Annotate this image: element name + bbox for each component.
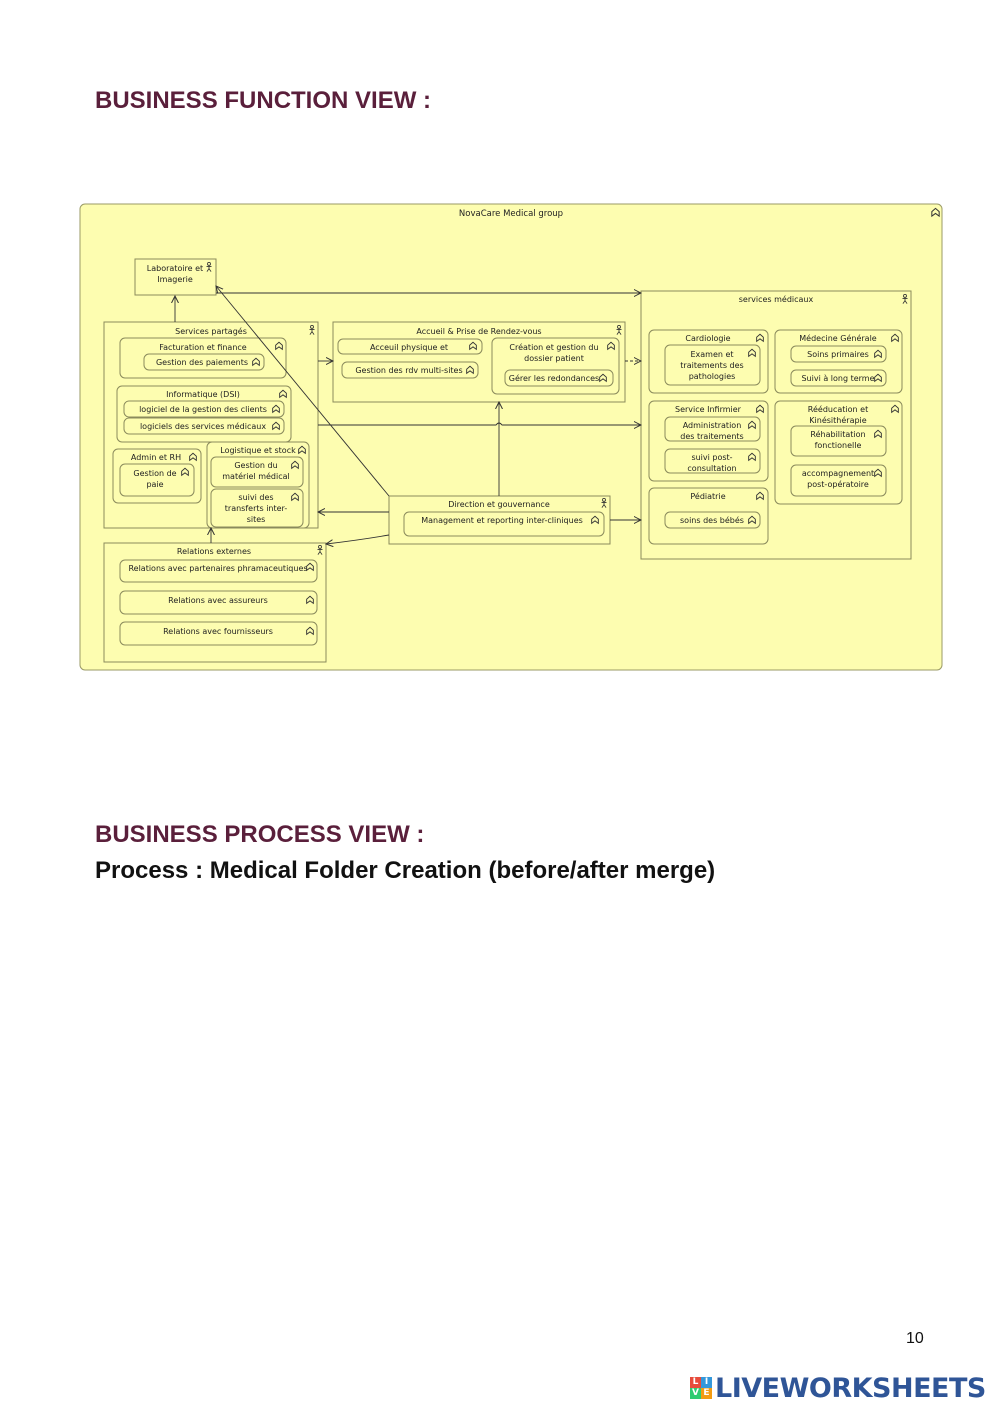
connectors [175,286,641,544]
general-medicine-title: Médecine Générale [799,333,877,343]
supplier-relations-function: Relations avec fournisseurs [163,627,273,636]
lab-title-2: Imagerie [157,275,193,284]
pharma-relations-function: Relations avec partenaires phramaceutiqu… [128,564,307,573]
treatment-admin-line-2: des traitements [680,432,743,441]
post-consult-line-1: suivi post- [691,453,732,462]
long-term-followup-function: Suivi à long terme [801,374,874,383]
process-subheading: Process : Medical Folder Creation (befor… [95,857,716,884]
exam-line-3: pathologies [689,372,736,381]
business-function-diagram: NovaCare Medical group Laboratoire et Im… [79,203,943,671]
liveworksheets-wordmark: LIVEWORKSHEETS [715,1372,986,1404]
functional-rehab-line-2: fonctionelle [815,441,862,450]
finance-title: Facturation et finance [159,343,247,352]
transfers-line-2: transferts inter- [225,504,288,513]
it-medical-software: logiciels des services médicaux [140,421,266,431]
patient-file-line-1: Création et gestion du [509,342,598,352]
shared-services: Services partagés Facturation et finance… [103,321,319,529]
lab-title: Laboratoire et [147,264,203,273]
post-op-line-1: accompagnement [802,469,874,478]
logo-letter: V [690,1388,701,1399]
logo-letter: E [701,1388,712,1399]
logo-letter: I [701,1377,712,1388]
payroll-line-2: paie [146,480,163,489]
admin-title: Admin et RH [131,453,181,462]
rehab-title-2: Kinésithérapie [809,415,866,425]
it-client-software: logiciel de la gestion des clients [139,405,267,414]
transfers-line-1: suivi des [238,493,273,502]
baby-care-function: soins des bébés [680,515,744,525]
transfers-line-3: sites [247,515,266,524]
physical-reception-function: Acceuil physique et [370,343,448,352]
functional-rehab-line-1: Réhabilitation [810,429,865,439]
external-relations: Relations externes Relations avec parten… [103,542,327,663]
section-heading-function-view: BUSINESS FUNCTION VIEW : [95,87,432,114]
direction-title: Direction et gouvernance [448,500,550,509]
equipment-line-2: matériel médical [222,471,290,481]
rehab-title-1: Rééducation et [808,404,868,414]
redundancy-function: Gérer les redondances [509,373,599,383]
medical-services-title: services médicaux [739,294,814,304]
primary-care-function: Soins primaires [807,350,869,359]
it-title: Informatique (DSI) [166,390,240,399]
connector-direction-to-lab [216,286,390,497]
treatment-admin-line-1: Administration [683,421,742,430]
logo-letter: L [690,1377,701,1388]
payroll-line-1: Gestion de [133,469,176,478]
novacare-group-title: NovaCare Medical group [459,209,563,219]
reception-title: Accueil & Prise de Rendez-vous [416,327,541,336]
post-consult-line-2: consultation [687,464,736,473]
page-number: 10 [906,1330,924,1347]
medical-services: services médicaux Cardiologie Examen et … [640,290,912,560]
liveworksheets-logo-icon: L I V E [690,1377,712,1399]
lab-box: Laboratoire et Imagerie [134,258,217,296]
insurer-relations-function: Relations avec assureurs [168,596,268,605]
patient-file-line-2: dossier patient [524,354,584,363]
logistics-title: Logistique et stock [220,446,296,455]
management-reporting-function: Management et reporting inter-cliniques [421,516,583,525]
cardiology-title: Cardiologie [685,334,730,343]
payments-function: Gestion des paiements [156,358,248,367]
connector-direction-to-external [326,534,390,544]
direction-governance: Direction et gouvernance Management et r… [388,495,611,545]
pediatrics-title: Pédiatrie [690,491,725,501]
reception-appointments: Accueil & Prise de Rendez-vous Acceuil p… [332,321,626,403]
equipment-line-1: Gestion du [234,461,277,470]
liveworksheets-brand: L I V E LIVEWORKSHEETS [690,1372,986,1404]
exam-line-2: traitements des [680,361,743,370]
section-heading-process-view: BUSINESS PROCESS VIEW : [95,821,425,848]
shared-services-title: Services partagés [175,326,247,336]
post-op-line-2: post-opératoire [807,479,869,489]
multisite-appointments-function: Gestion des rdv multi-sites [355,366,462,375]
nursing-title: Service Infirmier [675,405,742,414]
exam-line-1: Examen et [690,350,733,359]
external-relations-title: Relations externes [177,547,251,556]
